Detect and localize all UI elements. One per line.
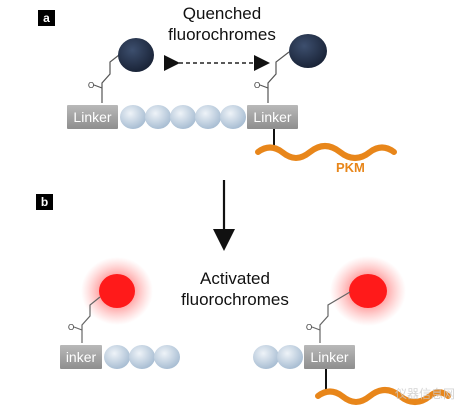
panel-label-a: a (38, 10, 55, 26)
enzyme-label-pkm: PKM (336, 160, 365, 175)
quenched-fluorochrome-left (118, 38, 154, 72)
caption-quenched-line1: Quenched (182, 4, 262, 23)
oxygen-label: O (68, 323, 74, 332)
linker-stem-right-a (267, 51, 290, 103)
linker-box-right-a: Linker (247, 105, 298, 129)
activated-fluorochrome-right (349, 274, 387, 308)
linker-stem-right-b (319, 291, 351, 343)
watermark-text: 仪器信息网 (395, 387, 456, 401)
linker-box-right-b: Linker (304, 345, 355, 369)
peptide-backbone-a (120, 105, 246, 129)
carbonyl-right-a (259, 84, 269, 89)
caption-activated-line1: Activated (200, 269, 270, 288)
oxygen-label: O (88, 81, 94, 90)
caption-quenched: Quenched fluorochromes (152, 3, 292, 45)
carbonyl-left-b (73, 326, 83, 331)
linker-stem-left-b (81, 296, 101, 343)
panel-label-b: b (36, 194, 53, 210)
peptide-fragment-left (104, 345, 180, 369)
activated-fluorochrome-left (99, 274, 135, 308)
caption-activated-line2: fluorochromes (181, 290, 289, 309)
caption-quenched-line2: fluorochromes (168, 25, 276, 44)
carbonyl-right-b (311, 326, 321, 331)
oxygen-label: O (254, 81, 260, 90)
oxygen-label: O (306, 323, 312, 332)
carbonyl-left-a (93, 84, 103, 89)
pkm-strand (255, 143, 397, 161)
peptide-fragment-right (253, 345, 303, 369)
linker-stem-left-a (101, 54, 120, 103)
pkm-strand-b (315, 387, 451, 405)
linker-box-left-a: Linker (67, 105, 118, 129)
linker-box-left-b: inker (60, 345, 102, 369)
quenched-fluorochrome-right (289, 34, 327, 68)
caption-activated: Activated fluorochromes (160, 268, 310, 310)
